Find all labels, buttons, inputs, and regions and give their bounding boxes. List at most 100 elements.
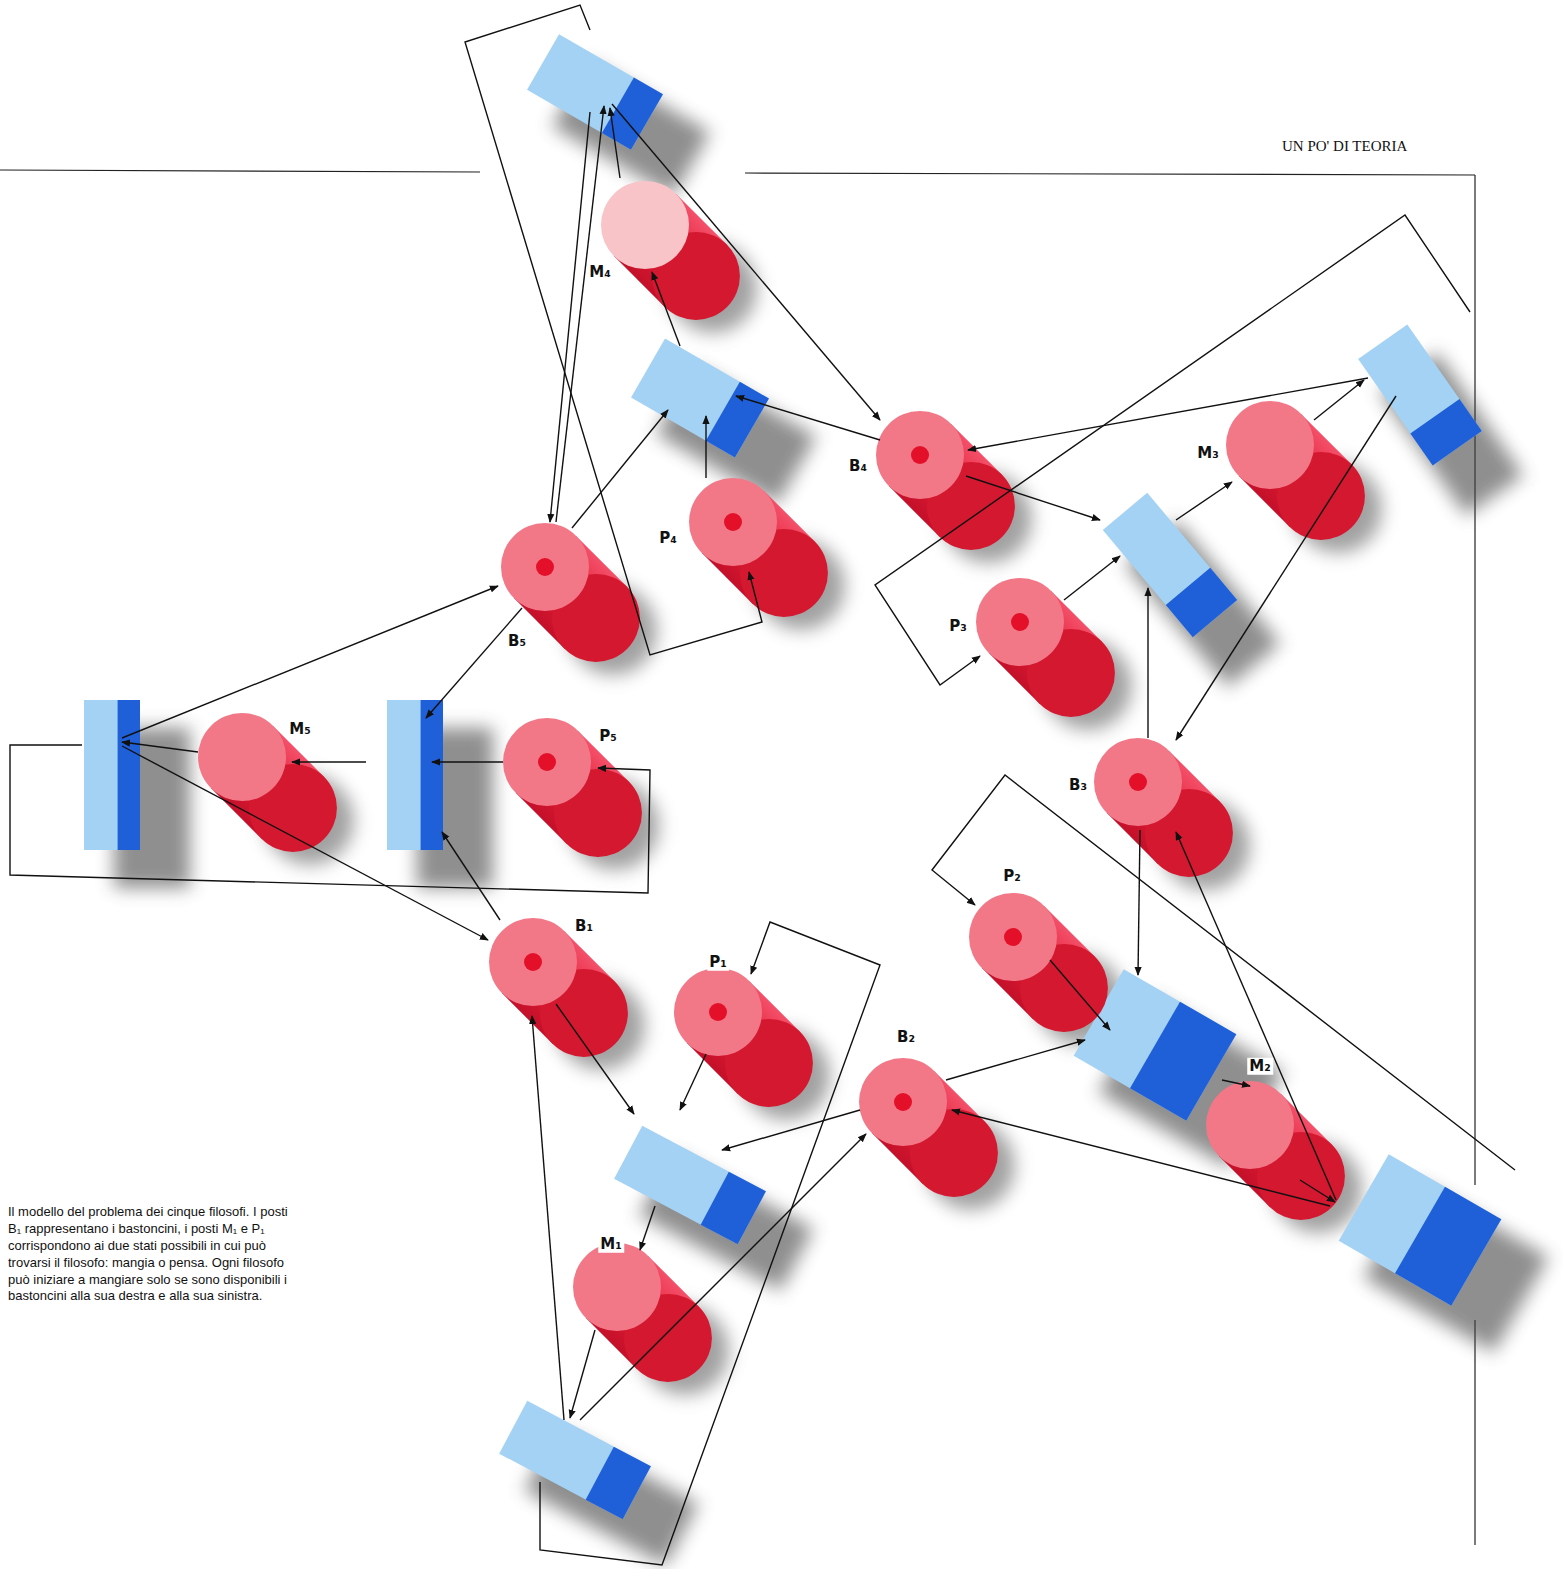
transition-face <box>1339 1154 1502 1306</box>
cylinder-top <box>876 411 964 499</box>
place-cylinder <box>969 893 1126 1050</box>
arc-arrow <box>932 775 1515 1170</box>
place-label: M₅ <box>287 721 313 738</box>
arc-arrow <box>572 410 668 528</box>
arc-arrow <box>640 1206 655 1250</box>
place-cylinder <box>198 713 355 870</box>
place-node: B₃ <box>1094 738 1182 826</box>
place-node: M₅ <box>198 713 286 801</box>
place-node: P₂ <box>969 893 1057 981</box>
transition-box <box>84 700 140 850</box>
token-dot <box>1011 613 1029 631</box>
transition-face <box>387 700 443 850</box>
token-dot <box>538 753 556 771</box>
arc-arrow <box>652 272 680 346</box>
arc-arrow <box>736 396 880 440</box>
arc-arrow <box>1064 556 1120 600</box>
arc-arrow <box>1222 1080 1250 1086</box>
cylinder-top <box>689 478 777 566</box>
transition-side <box>706 382 769 458</box>
place-cylinder <box>674 968 831 1125</box>
place-cylinder <box>876 411 1033 568</box>
arc-arrow <box>1176 482 1232 520</box>
transition-side <box>701 1172 766 1245</box>
arc-arrow <box>432 761 503 762</box>
place-label: P₃ <box>947 618 969 635</box>
token-dot <box>894 1093 912 1111</box>
arc-arrow <box>966 476 1100 520</box>
place-node: M₃ <box>1226 401 1314 489</box>
token-dot <box>1004 928 1022 946</box>
token-dot <box>536 558 554 576</box>
place-cylinder <box>1094 738 1251 895</box>
arc-arrow <box>540 922 880 1565</box>
arc-arrow <box>292 761 366 762</box>
arc-arrow <box>426 608 522 718</box>
arc-arrow <box>570 1330 595 1418</box>
place-cylinder <box>489 918 646 1075</box>
cylinder-top <box>1226 401 1314 489</box>
place-label: P₁ <box>707 954 729 971</box>
place-node: B₁ <box>489 918 577 1006</box>
arc-arrow <box>610 108 620 178</box>
transition-face <box>527 34 663 149</box>
place-label: P₂ <box>1001 868 1023 885</box>
transition-face <box>631 339 769 458</box>
place-cylinder <box>689 478 846 635</box>
place-label: M₃ <box>1195 445 1221 462</box>
token-dot <box>524 953 542 971</box>
arc-arrow <box>532 1016 564 1420</box>
transition-box <box>1358 325 1482 466</box>
arc-arrow <box>465 5 762 655</box>
place-cylinder <box>1206 1081 1363 1238</box>
token-dot <box>724 513 742 531</box>
transition-face <box>84 700 140 850</box>
place-label: B₁ <box>573 918 595 935</box>
transition-side <box>1395 1187 1501 1306</box>
cylinder-top <box>503 718 591 806</box>
transition-box <box>631 339 769 458</box>
place-label: M₁ <box>598 1236 624 1253</box>
transition-side <box>1166 568 1237 637</box>
place-label: P₅ <box>597 728 619 745</box>
place-cylinder <box>859 1058 1016 1215</box>
transition-side <box>421 700 443 850</box>
transition-side <box>1410 399 1482 465</box>
place-node: P₅ <box>503 718 591 806</box>
arc-arrow <box>122 742 198 752</box>
place-label: B₂ <box>895 1029 917 1046</box>
arc-arrow <box>968 378 1368 450</box>
cylinder-top <box>198 713 286 801</box>
place-node: M₁ <box>573 1243 661 1331</box>
cylinder-top <box>674 968 762 1056</box>
place-node: B₄ <box>876 411 964 499</box>
cylinder-top <box>489 918 577 1006</box>
arc-arrow <box>1050 960 1110 1030</box>
arc-arrow <box>952 1110 1330 1206</box>
token-dot <box>911 446 929 464</box>
arc-arrow <box>550 112 590 522</box>
arc-arrow <box>722 1110 860 1150</box>
page-frame <box>0 170 1475 1545</box>
arc-arrow <box>875 215 1470 685</box>
arc-arrow <box>1138 830 1140 975</box>
token-dot <box>709 1003 727 1021</box>
place-label: M₂ <box>1247 1058 1273 1075</box>
cylinder-top <box>1094 738 1182 826</box>
arc-arrow <box>580 1134 866 1420</box>
arc-arrow <box>10 745 650 893</box>
cylinder-top <box>976 578 1064 666</box>
place-label: P₄ <box>657 530 679 547</box>
arc-arrow <box>1176 396 1396 740</box>
cylinder-top <box>969 893 1057 981</box>
arc-arrow <box>556 106 604 522</box>
arc-arrow <box>442 832 500 920</box>
cylinder-top <box>573 1243 661 1331</box>
transition-box <box>527 34 663 149</box>
place-cylinder <box>573 1243 730 1400</box>
place-cylinder <box>1226 401 1383 558</box>
place-cylinder <box>976 578 1133 735</box>
token-dot <box>1129 773 1147 791</box>
place-cylinder <box>601 181 758 338</box>
